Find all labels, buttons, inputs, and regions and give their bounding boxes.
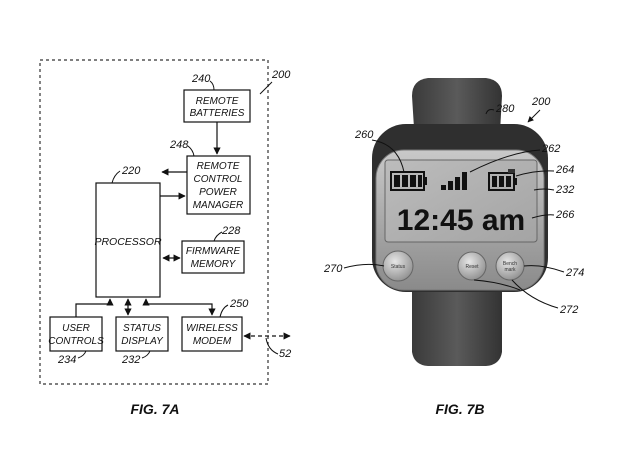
reset-button-label: Reset [465, 264, 479, 270]
ref-200-a: 200 [271, 69, 291, 81]
watch-strap-top [412, 78, 502, 132]
power-manager-label-3: POWER [199, 187, 237, 198]
ref-52: 52 [279, 348, 291, 360]
benchmark-button-label-1: Bench [503, 261, 517, 267]
watch-time: 12:45 am [397, 204, 525, 237]
leader-266 [531, 214, 555, 219]
wireless-modem-box [181, 316, 243, 352]
status-button-label: Status [391, 264, 406, 270]
fig-7a: 200 REMOTE BATTERIES 240 REMOTE CONTROL … [39, 59, 291, 417]
leader-234 [77, 350, 87, 359]
watch-strap-bottom [412, 292, 502, 366]
arrow-processor-wireless-modem [142, 298, 216, 316]
leader-240 [209, 80, 215, 91]
ref-260: 260 [354, 129, 374, 141]
ref-248: 248 [169, 139, 189, 151]
ref-220: 220 [121, 165, 141, 177]
leader-250 [219, 304, 229, 318]
leader-274 [523, 265, 565, 273]
leader-260 [371, 139, 405, 173]
ref-232-b: 232 [555, 184, 574, 196]
leader-232-a [141, 350, 151, 359]
leader-264 [515, 170, 555, 177]
ref-232-a: 232 [121, 354, 140, 366]
firmware-memory-box [181, 240, 245, 274]
remote-batteries-label-2: BATTERIES [190, 108, 245, 119]
ref-234: 234 [57, 354, 76, 366]
ref-272: 272 [559, 304, 578, 316]
leader-200-a [259, 81, 273, 95]
remote-batteries-label-1: REMOTE [196, 96, 239, 107]
user-controls-label-2: CONTROLS [48, 336, 104, 347]
leader-262 [469, 149, 541, 173]
processor-label: PROCESSOR [94, 236, 162, 248]
benchmark-button[interactable]: Bench mark [495, 251, 525, 281]
caption-fig-7b: FIG. 7B [435, 401, 484, 417]
leader-280 [485, 109, 495, 115]
leader-232-b [533, 188, 555, 191]
ref-250: 250 [229, 298, 249, 310]
ref-266: 266 [555, 209, 575, 221]
ref-270: 270 [323, 263, 343, 275]
remote-battery-icon [488, 169, 517, 191]
ref-274: 274 [565, 267, 584, 279]
status-button[interactable]: Status [382, 250, 414, 282]
status-display-box [115, 316, 169, 352]
status-display-label-2: DISPLAY [121, 336, 164, 347]
leader-228 [213, 231, 223, 242]
caption-fig-7a: FIG. 7A [130, 401, 179, 417]
ref-262: 262 [541, 143, 560, 155]
user-controls-label-1: USER [62, 323, 90, 334]
user-controls-box [49, 316, 103, 352]
leader-270 [343, 263, 385, 269]
firmware-memory-label-1: FIRMWARE [186, 246, 241, 257]
processor-box [95, 182, 161, 298]
ref-264: 264 [555, 164, 574, 176]
reset-button[interactable]: Reset [457, 251, 487, 281]
wireless-modem-label-2: MODEM [193, 336, 232, 347]
leader-200-b [527, 109, 541, 123]
battery-icon [390, 171, 427, 191]
system-boundary [39, 59, 269, 385]
ref-280: 280 [495, 103, 515, 115]
ref-200-b: 200 [531, 96, 551, 108]
benchmark-button-label-2: mark [504, 267, 516, 273]
leader-272 [473, 279, 559, 309]
signal-strength-icon [441, 172, 467, 190]
leader-248 [187, 145, 195, 157]
arrow-user-controls-to-processor [75, 298, 114, 317]
power-manager-label-4: MANAGER [193, 200, 244, 211]
power-manager-label-2: CONTROL [194, 174, 243, 185]
status-display-label-1: STATUS [123, 323, 161, 334]
leader-52 [265, 337, 279, 355]
ref-228: 228 [221, 225, 241, 237]
fig-7b: 12:45 am Status Reset Bench mark 200 280… [323, 78, 584, 417]
power-manager-box [186, 155, 251, 215]
leader-220 [111, 170, 121, 184]
ref-240: 240 [191, 73, 211, 85]
power-manager-label-1: REMOTE [197, 161, 240, 172]
firmware-memory-label-2: MEMORY [191, 259, 237, 270]
wireless-modem-label-1: WIRELESS [186, 323, 238, 334]
